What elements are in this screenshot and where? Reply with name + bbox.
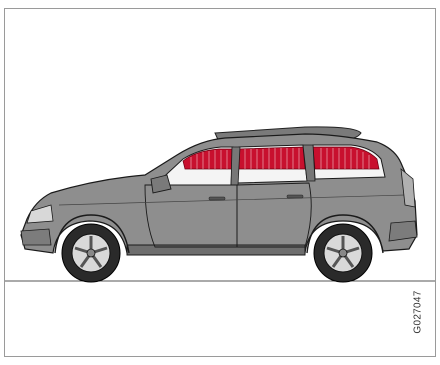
figure-frame: G027047 [4,8,436,357]
car-side-view-illustration [5,9,436,357]
figure-reference-code: G027047 [412,282,424,342]
rear-wheel [314,224,372,282]
figure-code-label: G027047 [413,290,424,333]
rear-door-handle [287,195,303,198]
rear-bumper [389,221,417,241]
front-wheel [62,224,120,282]
front-door-handle [209,197,225,200]
front-bumper [21,229,51,245]
b-pillar [231,147,240,185]
body-sill [127,245,305,255]
